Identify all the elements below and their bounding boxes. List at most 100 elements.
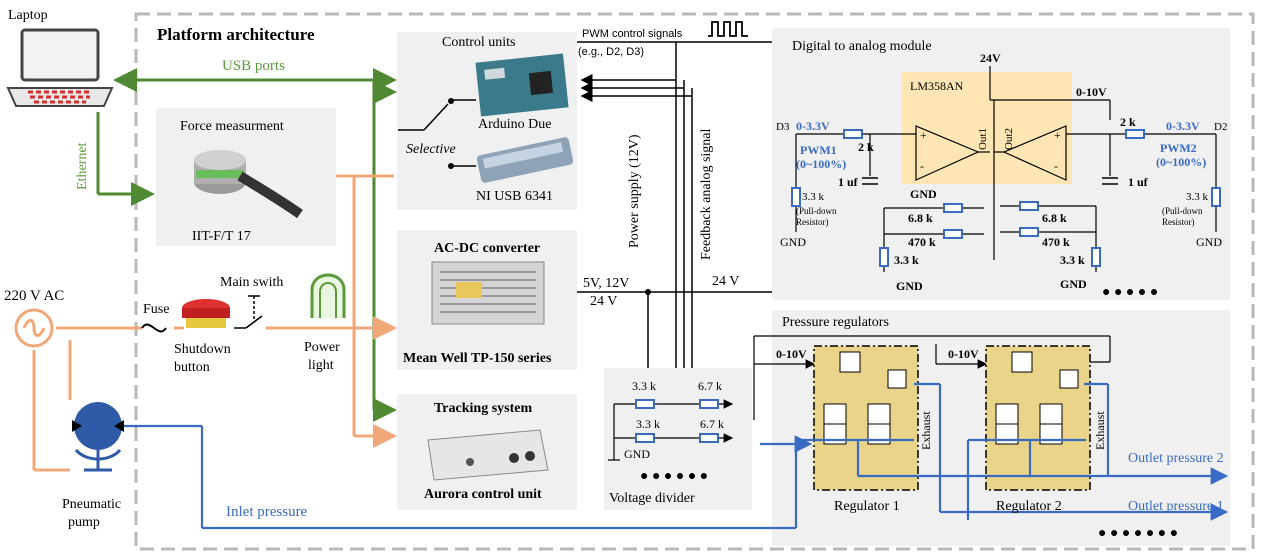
gnd-bottom-right: GND (1060, 277, 1087, 291)
divider-title: Voltage divider (609, 491, 695, 506)
pwm1-label: PWM1 (800, 143, 837, 157)
gnd-left: GND (780, 235, 806, 249)
power-light-icon (310, 273, 346, 318)
dac-title: Digital to analog module (792, 39, 932, 54)
chip-label: LM358AN (910, 79, 964, 93)
vcc-label: 24V (980, 51, 1001, 65)
d3-label: D3 (776, 121, 790, 133)
in-right-label: 0-3.3V (1166, 119, 1200, 133)
regulator-2-label: Regulator 2 (996, 499, 1062, 514)
r33-right: 3.3 k (1060, 253, 1085, 267)
r2k-right: 2 k (1120, 115, 1136, 129)
divider-panel (604, 368, 752, 510)
ethernet-label: Ethernet (75, 142, 90, 190)
acdc-device: Mean Well TP-150 series (403, 351, 552, 366)
power-light-label-1: Power (304, 340, 340, 355)
opamp1-plus: + (920, 128, 927, 142)
d2-label: D2 (1214, 121, 1227, 133)
dac-resistors (791, 129, 1221, 267)
reg1-input-label: 0-10V (776, 347, 807, 361)
ac-power-wires (32, 174, 397, 472)
power-supply-icon (431, 261, 545, 325)
pulldown-left-line3: Resistor) (796, 217, 829, 227)
reg2-input-label: 0-10V (948, 347, 979, 361)
tracking-title: Tracking system (434, 401, 532, 416)
usb-label: USB ports (222, 58, 285, 74)
cap-right: 1 uf (1128, 175, 1149, 189)
acdc-out-line1: 5V, 12V (583, 276, 629, 291)
exhaust-label-1: Exhaust (919, 411, 933, 450)
r33-left: 3.3 k (894, 253, 919, 267)
in-left-label: 0-3.3V (796, 119, 830, 133)
inlet-pressure-label: Inlet pressure (226, 504, 308, 520)
feedback-label: Feedback analog signal (699, 128, 714, 260)
pulldown-right-line3: Resistor) (1162, 217, 1195, 227)
force-device: IIT-F/T 17 (192, 229, 251, 244)
r2k-left: 2 k (858, 140, 874, 154)
opamp1-minus: - (920, 159, 924, 173)
force-title: Force measurment (180, 119, 284, 134)
switch-node (448, 98, 454, 104)
pwm2-label: PWM2 (1160, 141, 1197, 155)
divider-resistors (635, 399, 719, 443)
divider-r4-label: 6.7 k (700, 417, 724, 431)
pwm1-range: (0~100%) (796, 157, 846, 171)
control-title: Control units (442, 35, 516, 50)
junction-node (645, 289, 651, 295)
arduino-board-icon (475, 53, 569, 117)
regulator-1-label: Regulator 1 (834, 499, 900, 514)
main-switch-icon[interactable] (234, 295, 263, 329)
divider-gnd: GND (624, 447, 650, 461)
regulators-title: Pressure regulators (782, 315, 889, 330)
pump-label-1: Pneumatic (62, 497, 121, 512)
pulldown-left-line2: (Pull-down (796, 206, 837, 216)
selective-switch (398, 99, 476, 167)
platform-frame (134, 12, 1255, 551)
regulator-signal-wires (753, 335, 1111, 420)
shutdown-label-1: Shutdown (174, 342, 231, 357)
r470-left: 470 k (908, 235, 936, 249)
r470-right: 470 k (1042, 235, 1070, 249)
shutdown-button-icon[interactable] (182, 299, 230, 328)
pulldown-right-line2: (Pull-down (1162, 206, 1203, 216)
pulldown-left-value: 3.3 k (802, 191, 825, 203)
lm358-chip (902, 72, 1072, 184)
regulators-dots: ● ● ● ● ● ● ● (1098, 526, 1178, 541)
gnd-chip: GND (910, 187, 937, 201)
dac-circuit (795, 66, 1217, 272)
ni-label: NI USB 6341 (476, 189, 553, 204)
selective-label: Selective (406, 142, 456, 157)
pulldown-right-value: 3.3 k (1186, 191, 1209, 203)
opamp2-plus: + (1054, 128, 1061, 142)
out1-label: Out1 (977, 128, 989, 150)
power-supply-label: Power supply (12V) (627, 134, 642, 248)
pump-label-2: pump (68, 515, 100, 530)
pwm-waveform (708, 21, 748, 37)
divider-r1-label: 3.3 k (632, 379, 656, 393)
main-switch-label: Main swith (220, 275, 283, 290)
r68-right: 6.8 k (1042, 211, 1067, 225)
laptop-label: Laptop (8, 8, 48, 23)
pneumatic-pump-icon (72, 402, 124, 472)
arduino-label: Arduino Due (478, 117, 552, 132)
ni-usb-icon (476, 137, 574, 183)
acdc-title: AC-DC converter (434, 241, 540, 256)
gnd-bottom-left: GND (896, 279, 923, 293)
dac-dots: ● ● ● ● ● (1102, 285, 1158, 300)
out2-label: Out2 (1003, 128, 1015, 150)
dac-out-label: 0-10V (1076, 85, 1107, 99)
laptop-icon (6, 28, 114, 107)
outlet-2-label: Outlet pressure 2 (1128, 451, 1224, 466)
dac-capacitors (862, 177, 1118, 185)
force-sensor-icon (194, 150, 303, 219)
divider-r2-label: 6.7 k (698, 379, 722, 393)
pwm-label-line2: (e.g., D2, D3) (578, 46, 644, 58)
tracking-device: Aurora control unit (424, 487, 542, 502)
inlet-pressure-line (124, 424, 813, 530)
exhaust-label-2: Exhaust (1093, 411, 1107, 450)
divider-r3-label: 3.3 k (636, 417, 660, 431)
divider-dots: ● ● ● ● ● ● (640, 469, 708, 484)
switch-node (448, 163, 454, 169)
acdc-out-line2: 24 V (590, 294, 617, 309)
